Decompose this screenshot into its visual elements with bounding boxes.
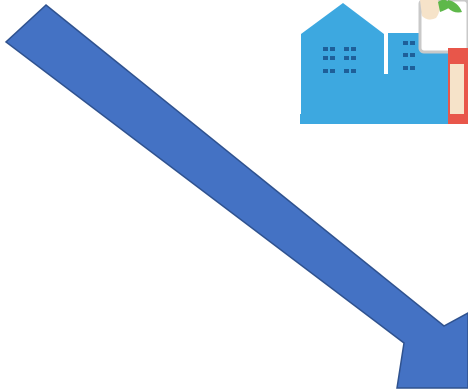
building-illustration [300, 0, 468, 124]
building-base [300, 114, 468, 124]
building-left-tower [301, 3, 384, 124]
figure-head [420, 0, 440, 20]
